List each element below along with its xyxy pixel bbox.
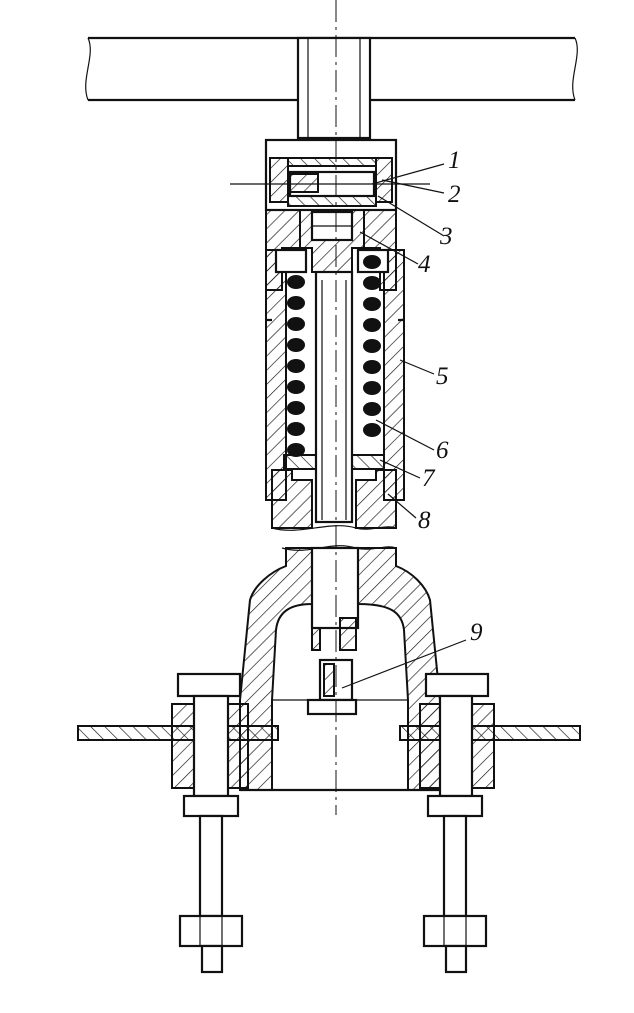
label-5: 5 <box>436 363 449 390</box>
lower-stem <box>306 546 360 716</box>
label-1: 1 <box>448 147 461 174</box>
upper-shaft <box>296 36 372 140</box>
lower-nozzle <box>271 469 397 531</box>
label-8: 8 <box>418 507 431 534</box>
label-6: 6 <box>436 437 449 464</box>
label-2: 2 <box>448 181 461 208</box>
cap-head <box>230 138 430 212</box>
label-3: 3 <box>439 223 453 250</box>
spring-coils-left <box>287 275 305 457</box>
label-9: 9 <box>470 619 483 646</box>
spring-coils-right <box>363 255 381 437</box>
central-stem <box>314 270 354 524</box>
label-4: 4 <box>418 251 431 278</box>
label-7: 7 <box>422 465 436 492</box>
leader-lines <box>341 163 467 689</box>
left-bolt <box>171 672 249 974</box>
right-bolt <box>419 672 495 974</box>
mounting-plate <box>77 725 581 741</box>
